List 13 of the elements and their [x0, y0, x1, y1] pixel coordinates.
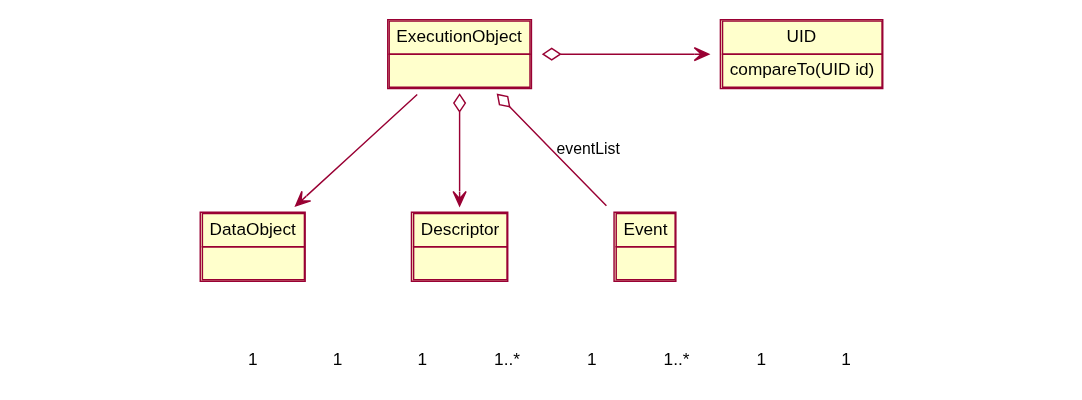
arrow: [541, 46, 709, 62]
edge-label: eventList: [556, 140, 620, 158]
label: 1: [840, 348, 851, 369]
label: 1..*: [663, 348, 689, 369]
arrow: [294, 93, 418, 207]
label: 1: [247, 348, 257, 369]
label: 1: [586, 348, 597, 369]
arrow: [451, 93, 467, 207]
label: 1: [756, 348, 766, 369]
label: 1..*: [493, 348, 520, 369]
connector: [496, 93, 607, 207]
label: 1: [416, 348, 427, 369]
label: 1: [332, 348, 342, 369]
